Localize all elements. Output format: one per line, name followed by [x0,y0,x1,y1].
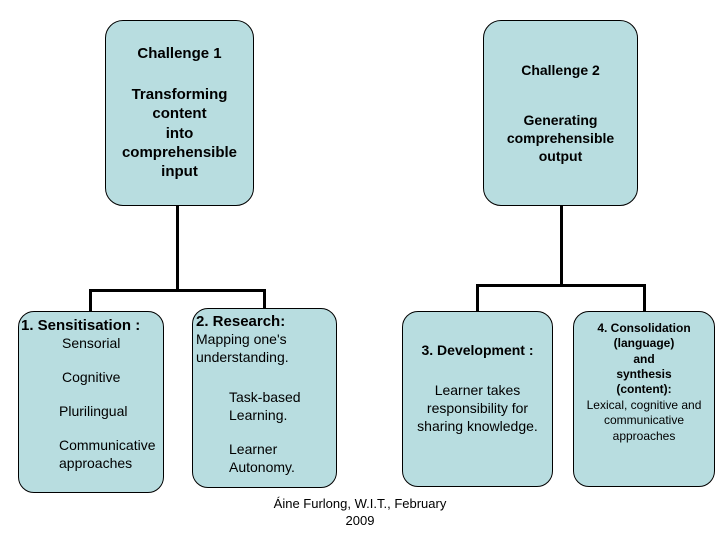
footer-line-1: Áine Furlong, W.I.T., February [273,496,447,511]
connector-challenge2-bar [476,284,646,287]
node-stage-3-development[interactable]: 3. Development : Learner takes responsib… [402,311,553,487]
challenge-1-line-4: comprehensible [121,143,238,161]
connector-to-stage-1 [89,289,92,311]
connector-challenge1-stem [176,205,179,292]
challenge-2-line-2: comprehensible [506,129,615,146]
stage-2-heading: 2. Research: [196,313,286,330]
stage-4-heading-line-4: synthesis [616,367,672,382]
stage-1-item-1: Sensorial [62,335,121,352]
node-stage-4-consolidation[interactable]: 4. Consolidation (language) and synthesi… [573,311,715,487]
node-stage-2-research[interactable]: 2. Research: Mapping one's understanding… [192,308,337,488]
stage-3-heading: 3. Development : [421,342,534,358]
node-challenge-1[interactable]: Challenge 1 Transforming content into co… [105,20,254,206]
stage-1-heading: 1. Sensitisation : [21,317,141,334]
connector-to-stage-4 [643,284,646,311]
stage-4-heading-line-2: (language) [613,336,675,351]
challenge-2-line-1: Generating [523,111,598,128]
challenge-1-heading: Challenge 1 [137,45,222,62]
challenge-2-heading: Challenge 2 [521,62,600,78]
challenge-1-line-2: content [152,105,207,123]
node-stage-1-sensitisation[interactable]: 1. Sensitisation : Sensorial Cognitive P… [18,311,164,493]
connector-challenge2-stem [560,205,563,287]
node-challenge-2[interactable]: Challenge 2 Generating comprehensible ou… [483,20,638,206]
connector-to-stage-3 [476,284,479,311]
stage-2-item-1: Mapping one's understanding. [196,331,289,366]
connector-to-stage-2 [263,289,266,311]
stage-3-item-1: Learner takes responsibility for sharing… [417,381,538,434]
challenge-1-line-3: into [165,124,194,142]
stage-1-item-2: Cognitive [62,369,121,386]
stage-4-heading-line-5: (content): [616,382,672,397]
stage-2-item-3: Learner Autonomy. [229,440,295,475]
stage-1-item-3: Plurilingual [59,403,128,419]
footer-credit: Áine Furlong, W.I.T., February 2009 [230,496,490,530]
challenge-1-line-1: Transforming [131,86,228,104]
stage-4-heading-line-1: 4. Consolidation [597,321,691,335]
challenge-1-line-5: input [161,162,198,180]
challenge-2-line-3: output [538,147,583,164]
connector-challenge1-bar [89,289,266,292]
footer-line-2: 2009 [345,512,375,528]
stage-4-item-1: Lexical, cognitive and communicative app… [586,397,702,443]
stage-2-item-2: Task-based Learning. [229,389,301,423]
stage-1-item-4: Communicative approaches [59,436,156,471]
stage-4-heading-line-3: and [633,351,655,366]
